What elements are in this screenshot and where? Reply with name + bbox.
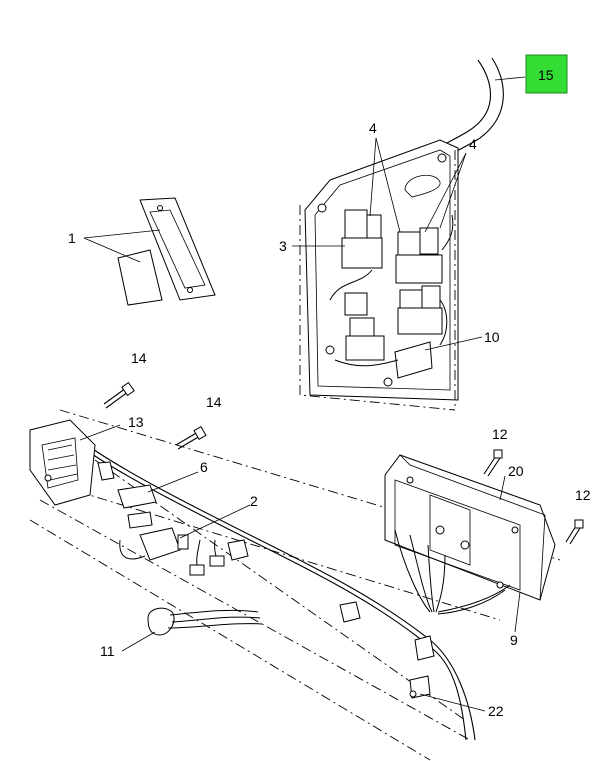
callout-15[interactable]: 15 <box>538 67 554 83</box>
callout-20: 20 <box>508 463 524 479</box>
callout-6: 6 <box>200 459 208 475</box>
leader-lines <box>79 76 526 712</box>
cover-plate <box>117 197 216 306</box>
callout-labels: 1 3 4 4 10 15 14 14 13 6 2 11 12 20 12 9… <box>68 67 591 719</box>
control-module <box>384 449 584 615</box>
callout-12a: 12 <box>492 426 508 442</box>
harness <box>29 409 561 761</box>
callout-10: 10 <box>484 329 500 345</box>
callout-14a: 14 <box>131 350 147 366</box>
callout-3: 3 <box>279 238 287 254</box>
callout-4b: 4 <box>469 136 477 152</box>
highlight-box[interactable] <box>525 54 568 94</box>
callout-12b: 12 <box>575 487 591 503</box>
callout-22: 22 <box>488 703 504 719</box>
callout-11: 11 <box>100 643 115 659</box>
callout-1: 1 <box>68 230 76 246</box>
callout-4a: 4 <box>369 120 377 136</box>
bolts-14 <box>103 381 207 450</box>
callout-14b: 14 <box>206 394 222 410</box>
callout-13: 13 <box>128 414 144 430</box>
callout-9: 9 <box>510 632 518 648</box>
callout-2: 2 <box>250 493 258 509</box>
relay-panel <box>299 57 504 411</box>
